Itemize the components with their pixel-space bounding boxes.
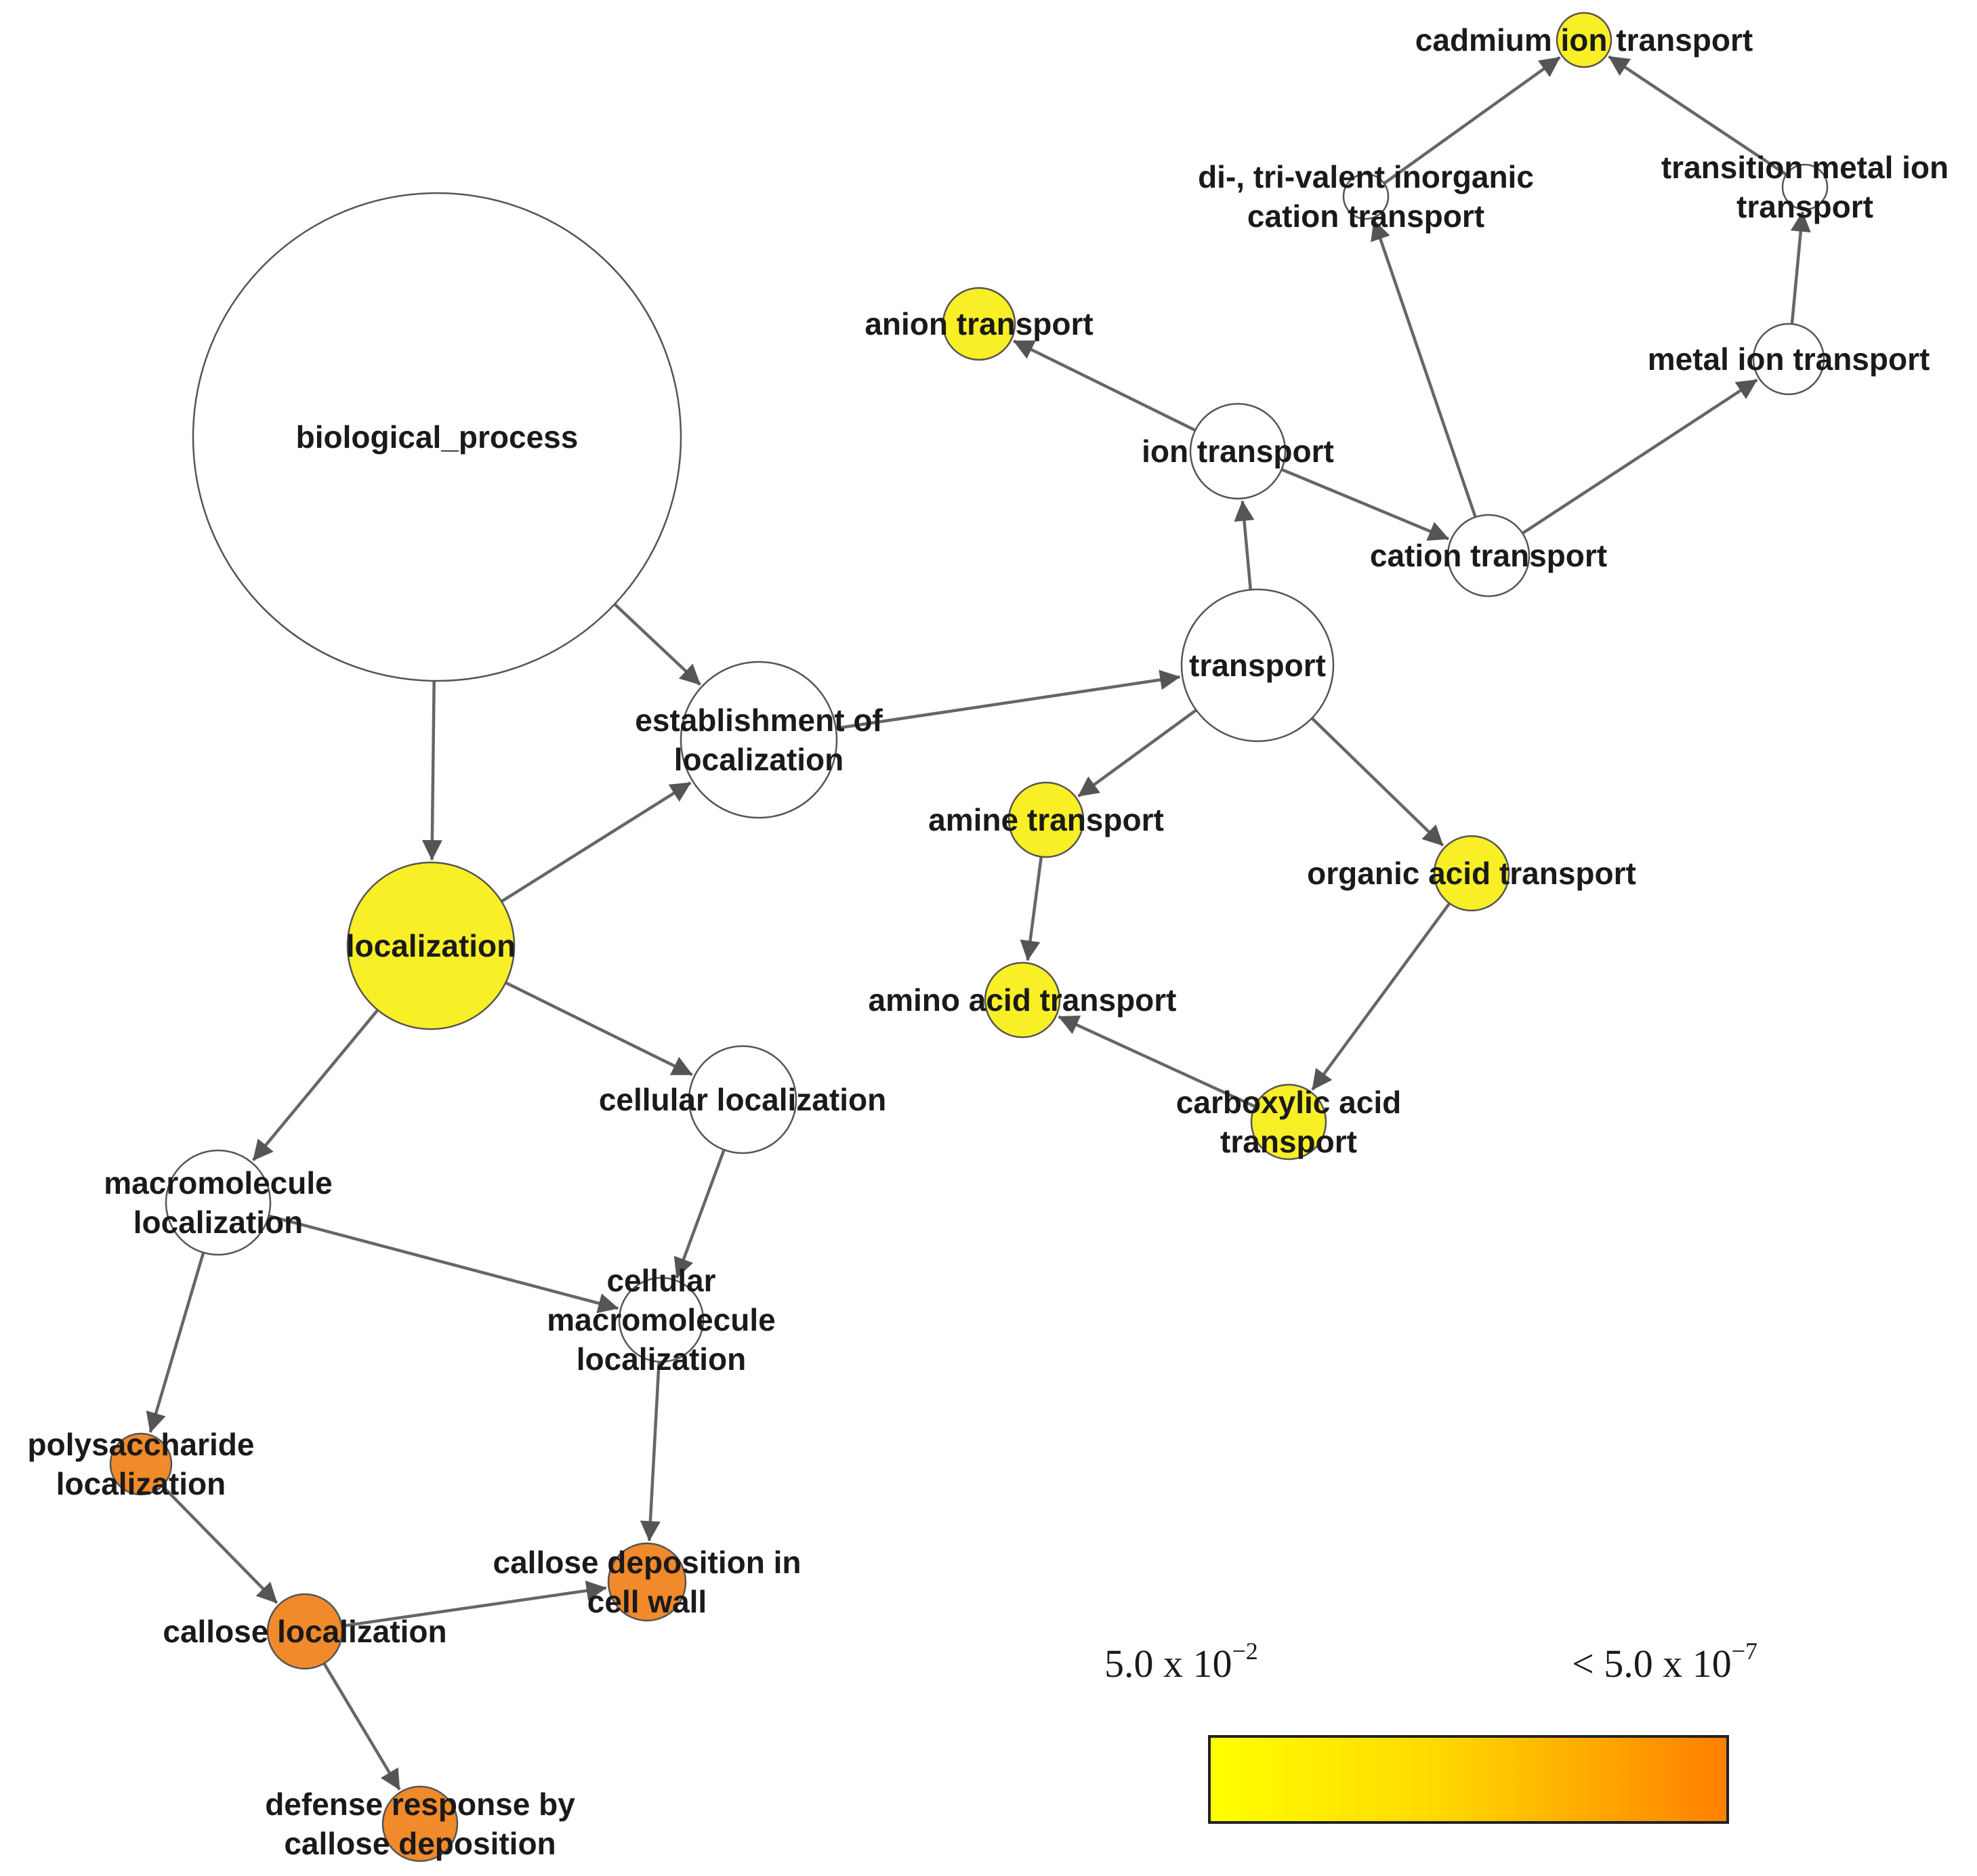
edge-ion_transport-to-cation_transport — [1281, 467, 1449, 541]
label-cadmium-ion-transport: cadmium ion transport — [1415, 22, 1753, 58]
edge-transport-to-organic_acid_transport — [1310, 717, 1444, 847]
edge-carboxylic_acid_transport-to-amino_acid_transport — [1058, 1015, 1255, 1108]
node-cellular-localization — [688, 1045, 797, 1154]
edge-transition_metal_ion_transport-to-cadmium_ion_transport — [1608, 55, 1787, 176]
edge-callose_localization-to-defense_response_by_callose_deposition — [322, 1663, 401, 1791]
edge-organic_acid_transport-to-carboxylic_acid_transport — [1311, 902, 1451, 1091]
node-establishment-of-localization — [680, 661, 838, 819]
node-ion-transport — [1189, 402, 1287, 500]
label-transport: transport — [1189, 648, 1326, 683]
edge-transport-to-ion_transport — [1234, 500, 1255, 590]
edge-biological_process-to-localization — [421, 680, 442, 861]
edge-cellular_localization-to-cellular_macromolecule_localization — [673, 1149, 726, 1279]
p-value-legend: 5.0 x 10−2 < 5.0 x 10−7 — [1104, 1638, 1757, 1824]
edge-macromolecule_localization-to-polysaccharide_localization — [146, 1252, 205, 1433]
label-organic-acid-transport: organic acid transport — [1307, 856, 1636, 891]
label-biological-process: biological_process — [296, 419, 579, 455]
legend-left-label: 5.0 x 10−2 — [1104, 1638, 1258, 1686]
label-amino-acid-transport: amino acid transport — [869, 982, 1177, 1018]
nodes — [109, 12, 1829, 1862]
node-defense-response-by-callose-deposition — [381, 1785, 459, 1862]
node-metal-ion-transport — [1752, 322, 1825, 396]
node-cation-transport — [1447, 514, 1531, 598]
edge-di_tri_valent_inorganic_cation_transport-to-cadmium_ion_transport — [1383, 56, 1561, 185]
edge-localization-to-establishment_of_localization — [500, 781, 692, 903]
label-localization: localization — [346, 928, 516, 963]
label-amine-transport: amine transport — [928, 802, 1164, 837]
label-callose-localization: callose localization — [163, 1614, 446, 1649]
edge-amine_transport-to-amino_acid_transport — [1020, 856, 1043, 961]
node-labels: biological_process localization establishm… — [28, 22, 1949, 1861]
node-callose-deposition-in-cell-wall — [607, 1542, 687, 1622]
edge-biological_process-to-establishment_of_localization — [613, 603, 701, 686]
label-cation-transport: cation transport — [1370, 538, 1607, 573]
edge-polysaccharide_localization-to-callose_localization — [161, 1484, 278, 1604]
node-localization — [346, 861, 516, 1030]
legend-right-label: < 5.0 x 10−7 — [1572, 1638, 1757, 1686]
edges — [146, 55, 1811, 1791]
edge-cellular_macromolecule_localization-to-callose_deposition_in_cell_wall — [640, 1361, 661, 1542]
node-di-tri-valent-inorganic-cation-transport — [1342, 173, 1390, 220]
edge-macromolecule_localization-to-cellular_macromolecule_localization — [268, 1214, 619, 1314]
edge-ion_transport-to-anion_transport — [1013, 339, 1196, 432]
node-amino-acid-transport — [984, 961, 1061, 1039]
label-anion-transport: anion transport — [865, 306, 1093, 341]
node-cellular-macromolecule-localization — [618, 1276, 705, 1363]
node-cadmium-ion-transport — [1556, 12, 1612, 68]
edge-cation_transport-to-metal_ion_transport — [1521, 378, 1758, 535]
node-transport — [1180, 588, 1335, 743]
label-ion-transport: ion transport — [1142, 434, 1334, 469]
node-organic-acid-transport — [1433, 835, 1510, 912]
edge-localization-to-macromolecule_localization — [251, 1009, 379, 1162]
node-transition-metal-ion-transport — [1781, 163, 1829, 211]
edge-localization-to-cellular_localization — [505, 981, 693, 1077]
node-carboxylic-acid-transport — [1250, 1083, 1327, 1161]
edge-cation_transport-to-di_tri_valent_inorganic_cation_transport — [1371, 220, 1477, 518]
node-anion-transport — [942, 287, 1016, 361]
edge-metal_ion_transport-to-transition_metal_ion_transport — [1790, 211, 1811, 325]
label-metal-ion-transport: metal ion transport — [1648, 341, 1930, 377]
node-macromolecule-localization — [165, 1149, 272, 1256]
edge-establishment_of_localization-to-transport — [835, 669, 1181, 730]
label-cellular-localization: cellular localization — [599, 1082, 886, 1117]
node-polysaccharide-localization — [109, 1432, 173, 1496]
node-callose-localization — [266, 1593, 344, 1670]
node-biological-process — [192, 192, 682, 682]
legend-gradient-bar — [1208, 1735, 1729, 1824]
node-amine-transport — [1007, 781, 1085, 858]
edge-transport-to-amine_transport — [1077, 709, 1197, 798]
edge-callose_localization-to-callose_deposition_in_cell_wall — [341, 1581, 607, 1628]
